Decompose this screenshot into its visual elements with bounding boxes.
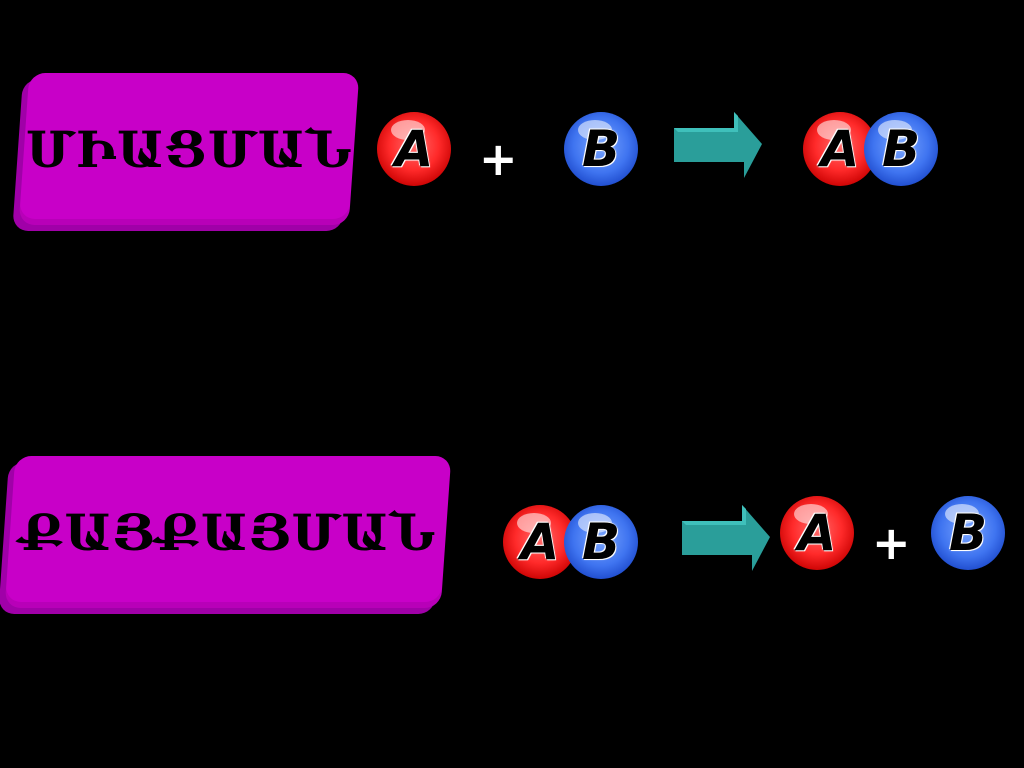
reactant-atom-a-letter: A — [520, 513, 560, 571]
product-atom-b-letter: B — [881, 120, 921, 178]
reactant-atom-b-letter: B — [581, 513, 621, 571]
plus-sign: + — [872, 516, 911, 570]
combination-label: ՄԻԱՑՄԱՆ — [25, 119, 353, 179]
product-atom-a-letter: A — [820, 120, 860, 178]
decomposition-label: ՔԱՅՔԱՅՄԱՆ — [19, 502, 437, 562]
product-atom-b: B — [864, 112, 938, 186]
atom-a-reactant: A — [377, 112, 451, 186]
product-atom-a: A — [780, 496, 854, 570]
product-atom-a-letter: A — [797, 504, 837, 562]
reactant-atom-b: B — [564, 505, 638, 579]
atom-b-reactant: B — [564, 112, 638, 186]
atom-b-letter: B — [581, 120, 621, 178]
product-atom-b-letter: B — [948, 504, 988, 562]
combination-label-box: ՄԻԱՑՄԱՆ — [18, 73, 360, 225]
reaction-arrow-icon — [674, 112, 762, 178]
decomposition-label-box: ՔԱՅՔԱՅՄԱՆ — [4, 456, 452, 608]
plus-sign: + — [479, 132, 518, 186]
atom-a-letter: A — [394, 120, 434, 178]
reaction-arrow-icon — [682, 505, 770, 571]
product-atom-b: B — [931, 496, 1005, 570]
